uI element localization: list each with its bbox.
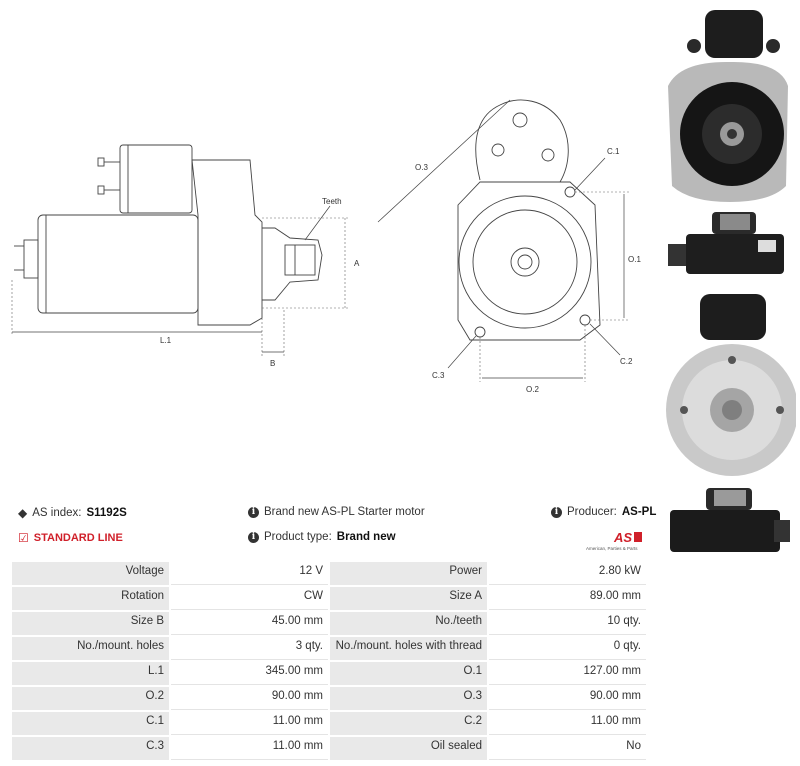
tag-icon: ◆ <box>18 506 28 520</box>
checkbox-icon: ☑ <box>18 531 29 545</box>
product-photo-back[interactable] <box>660 290 796 480</box>
label-o1: O.1 <box>628 255 641 264</box>
spec-label: Power <box>330 562 487 585</box>
product-type-value: Brand new <box>336 531 396 543</box>
as-index-row: ◆ AS index: S1192S <box>18 506 127 520</box>
description-row: i Brand new AS-PL Starter motor <box>248 506 425 518</box>
label-b: B <box>270 359 275 368</box>
table-row: Rotation CW Size A 89.00 mm <box>12 587 646 610</box>
spec-label: L.1 <box>12 662 169 685</box>
producer-label: Producer: <box>567 506 617 518</box>
label-a: A <box>354 259 360 268</box>
label-teeth: Teeth <box>322 197 342 206</box>
label-c2: C.2 <box>620 357 633 366</box>
as-pl-logo: AS American, Parties & Parts <box>586 530 642 551</box>
front-view-dimension-lines <box>479 191 630 382</box>
table-row: Voltage 12 V Power 2.80 kW <box>12 562 646 585</box>
spec-label: No./teeth <box>330 612 487 635</box>
logo-text: AS <box>613 530 632 545</box>
spec-value: 0 qty. <box>489 637 646 660</box>
spec-label: O.3 <box>330 687 487 710</box>
technical-drawings: Teeth A B L.1 O.3 C.1 O.1 C.2 C.3 O.2 <box>11 99 641 394</box>
info-icon: i <box>551 506 562 518</box>
table-row: C.3 11.00 mm Oil sealed No <box>12 737 646 760</box>
spec-value: 11.00 mm <box>489 712 646 735</box>
spec-label: Size A <box>330 587 487 610</box>
spec-value: 127.00 mm <box>489 662 646 685</box>
spec-label: O.2 <box>12 687 169 710</box>
spec-label: No./mount. holes with thread <box>330 637 487 660</box>
side-view-drawing <box>14 144 323 326</box>
spec-label: C.2 <box>330 712 487 735</box>
spec-label: Size B <box>12 612 169 635</box>
spec-label: C.3 <box>12 737 169 760</box>
spec-value: 11.00 mm <box>171 712 328 735</box>
table-row: C.1 11.00 mm C.2 11.00 mm <box>12 712 646 735</box>
spec-value: 10 qty. <box>489 612 646 635</box>
spec-label: C.1 <box>12 712 169 735</box>
table-row: No./mount. holes 3 qty. No./mount. holes… <box>12 637 646 660</box>
spec-value: 45.00 mm <box>171 612 328 635</box>
standard-line-label: STANDARD LINE <box>33 532 123 544</box>
info-icon: i <box>248 531 259 543</box>
side-view-arrows <box>12 205 331 353</box>
label-o3: O.3 <box>415 163 428 172</box>
info-icon: i <box>248 506 259 518</box>
spec-value: 89.00 mm <box>489 587 646 610</box>
as-index-value: S1192S <box>86 507 127 519</box>
spec-label: Rotation <box>12 587 169 610</box>
product-description: Brand new AS-PL Starter motor <box>264 506 425 518</box>
product-photo-side-2[interactable] <box>662 484 796 560</box>
standard-line-row: ☑ STANDARD LINE <box>18 531 123 545</box>
spec-value: No <box>489 737 646 760</box>
producer-row: i Producer: AS-PL <box>551 506 656 518</box>
table-row: Size B 45.00 mm No./teeth 10 qty. <box>12 612 646 635</box>
spec-value: 90.00 mm <box>489 687 646 710</box>
label-l1: L.1 <box>160 336 172 345</box>
spec-value: 2.80 kW <box>489 562 646 585</box>
product-type-label: Product type: <box>264 531 332 543</box>
spec-value: 11.00 mm <box>171 737 328 760</box>
spec-value: 345.00 mm <box>171 662 328 685</box>
specifications-table: Voltage 12 V Power 2.80 kW Rotation CW S… <box>10 560 648 762</box>
label-c3: C.3 <box>432 371 445 380</box>
front-view-drawing <box>457 99 601 341</box>
spec-value: 90.00 mm <box>171 687 328 710</box>
logo-tagline: American, Parties & Parts <box>586 546 638 551</box>
spec-label: Voltage <box>12 562 169 585</box>
table-row: L.1 345.00 mm O.1 127.00 mm <box>12 662 646 685</box>
side-view-dimension-lines <box>11 217 350 356</box>
spec-label: No./mount. holes <box>12 637 169 660</box>
product-type-row: i Product type: Brand new <box>248 531 396 543</box>
as-index-label: AS index: <box>32 507 82 519</box>
spec-value: 3 qty. <box>171 637 328 660</box>
table-row: O.2 90.00 mm O.3 90.00 mm <box>12 687 646 710</box>
front-view-arrows <box>377 99 625 379</box>
product-photo-front[interactable] <box>660 6 796 206</box>
product-photo-side-1[interactable] <box>662 210 796 280</box>
spec-label: O.1 <box>330 662 487 685</box>
label-o2: O.2 <box>526 385 539 394</box>
producer-value: AS-PL <box>621 506 657 518</box>
label-c1: C.1 <box>607 147 620 156</box>
spec-value: 12 V <box>171 562 328 585</box>
spec-label: Oil sealed <box>330 737 487 760</box>
spec-value: CW <box>171 587 328 610</box>
